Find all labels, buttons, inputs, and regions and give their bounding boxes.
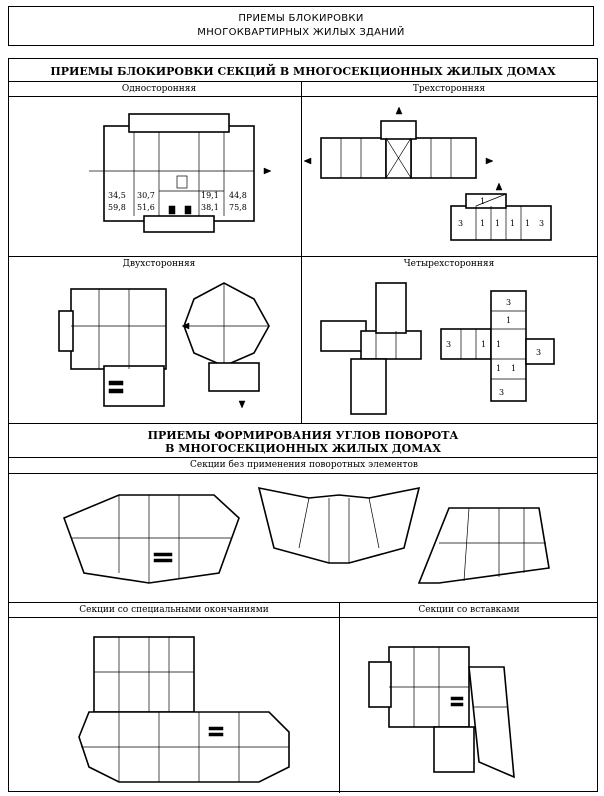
area-label: 30,7: [137, 191, 155, 200]
unit-mark: 1: [495, 219, 500, 228]
label-inserts: Секции со вставками: [418, 605, 520, 615]
document-title-box: ПРИЕМЫ БЛОКИРОВКИ МНОГОКВАРТИРНЫХ ЖИЛЫХ …: [8, 6, 594, 46]
plan-no-turn-elements: [62, 486, 550, 584]
plan-three-sided: 3 1 1 1 1 3 1: [303, 106, 552, 241]
unit-mark: 3: [506, 298, 511, 307]
section2-heading-line1: ПРИЕМЫ ФОРМИРОВАНИЯ УГЛОВ ПОВОРОТА: [147, 429, 459, 442]
label-one-sided: Односторонняя: [121, 84, 197, 94]
unit-mark: 3: [499, 388, 504, 397]
divider: [9, 96, 597, 97]
plan-two-sided: [58, 282, 270, 409]
plan-inserts: [368, 646, 515, 779]
divider: [9, 473, 597, 474]
plan-one-sided: 34,5 59,8 30,7 51,6 19,1 38,1 44,8 75,8: [89, 113, 272, 233]
section1-heading: ПРИЕМЫ БЛОКИРОВКИ СЕКЦИЙ В МНОГОСЕКЦИОНН…: [50, 65, 556, 78]
unit-mark: 1: [511, 364, 516, 373]
plan-four-sided: 3 1 3 1 1 1 1 3 3: [320, 282, 555, 415]
divider: [9, 256, 597, 257]
area-label: 51,6: [137, 203, 155, 212]
area-label: 38,1: [201, 203, 219, 212]
label-special-ends: Секции со специальными окончаниями: [79, 605, 269, 615]
area-label: 59,8: [108, 203, 126, 212]
divider: [9, 423, 597, 424]
area-label: 19,1: [201, 191, 219, 200]
label-no-turn-elements: Секции без применения поворотных элемент…: [190, 460, 418, 470]
unit-mark: 3: [458, 219, 463, 228]
section2-heading-line2: В МНОГОСЕКЦИОННЫХ ЖИЛЫХ ДОМАХ: [165, 442, 441, 455]
label-four-sided: Четырехсторонняя: [403, 259, 495, 269]
title-line-1: ПРИЕМЫ БЛОКИРОВКИ: [238, 13, 364, 24]
divider: [9, 81, 597, 82]
plan-special-ends: [78, 636, 290, 783]
unit-mark: 3: [539, 219, 544, 228]
unit-mark: 1: [480, 219, 485, 228]
area-label: 75,8: [229, 203, 247, 212]
unit-mark: 1: [480, 197, 485, 206]
unit-mark: 1: [496, 340, 501, 349]
area-label: 44,8: [229, 191, 247, 200]
unit-mark: 1: [496, 364, 501, 373]
divider: [9, 617, 597, 618]
column-divider: [301, 81, 302, 423]
main-frame: ПРИЕМЫ БЛОКИРОВКИ СЕКЦИЙ В МНОГОСЕКЦИОНН…: [8, 58, 598, 793]
unit-mark: 1: [525, 219, 530, 228]
label-three-sided: Трехсторонняя: [412, 84, 486, 94]
column-divider: [339, 602, 340, 793]
unit-mark: 1: [506, 316, 511, 325]
label-two-sided: Двухсторонняя: [122, 259, 196, 269]
area-label: 34,5: [108, 191, 126, 200]
unit-mark: 1: [481, 340, 486, 349]
divider: [9, 457, 597, 458]
unit-mark: 1: [510, 219, 515, 228]
unit-mark: 3: [446, 340, 451, 349]
title-line-2: МНОГОКВАРТИРНЫХ ЖИЛЫХ ЗДАНИЙ: [197, 27, 405, 38]
divider: [9, 602, 597, 603]
unit-mark: 3: [536, 348, 541, 357]
